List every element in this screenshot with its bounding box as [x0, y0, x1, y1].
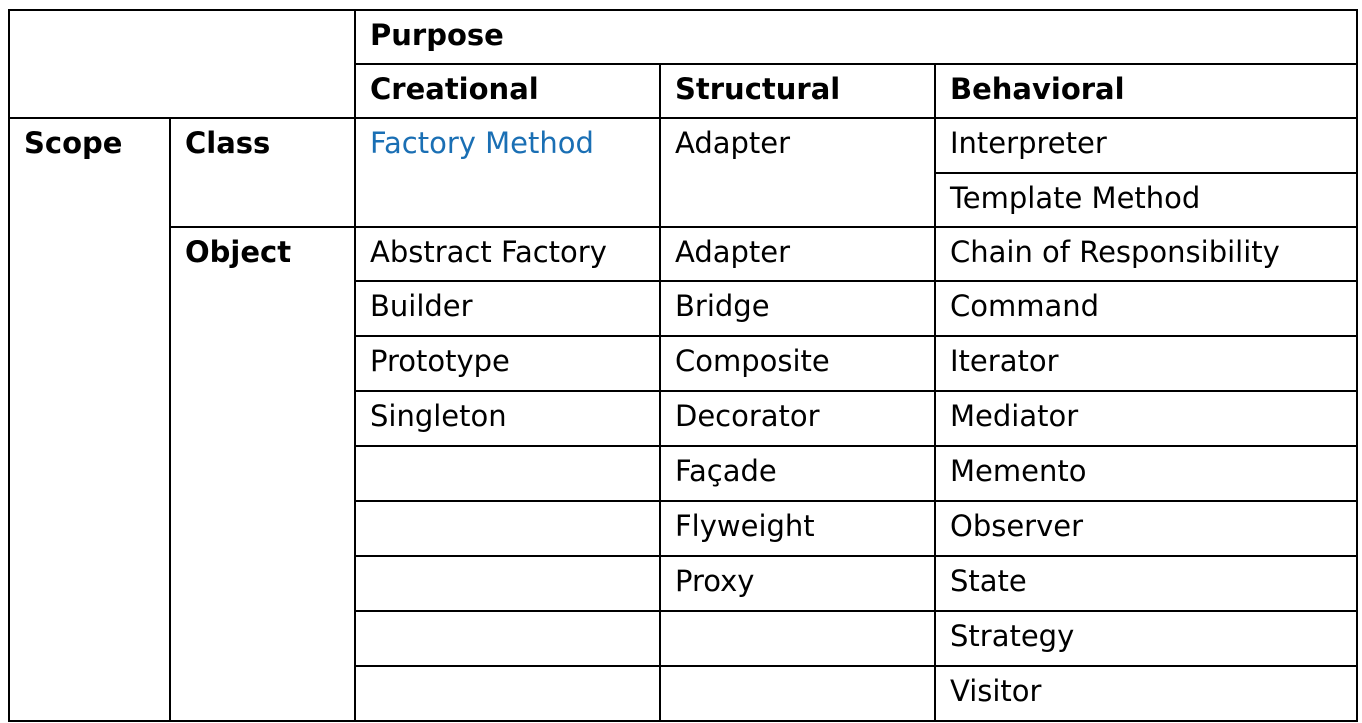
design-patterns-table: Purpose Creational Structural Behavioral…	[8, 9, 1359, 722]
object-structural-cell	[659, 610, 936, 667]
object-behavioral-cell: Mediator	[933, 390, 1359, 447]
object-structural-cell: Adapter	[659, 226, 936, 282]
object-creational-cell: Builder	[354, 280, 661, 337]
purpose-header: Purpose	[353, 9, 1359, 65]
object-creational-cell	[354, 555, 661, 612]
object-behavioral-cell: Memento	[933, 445, 1359, 502]
object-behavioral-cell: Chain of Responsibility	[933, 226, 1359, 282]
creational-header: Creational	[354, 63, 661, 119]
corner-cell	[8, 9, 356, 119]
object-structural-cell: Proxy	[659, 555, 936, 612]
factory-method-link[interactable]: Factory Method	[354, 117, 661, 228]
object-creational-cell	[354, 610, 661, 667]
object-creational-cell: Singleton	[354, 390, 661, 447]
object-behavioral-cell: Strategy	[933, 610, 1359, 667]
object-behavioral-cell: Observer	[933, 500, 1359, 557]
object-creational-cell: Prototype	[354, 335, 661, 392]
object-structural-cell: Decorator	[659, 390, 936, 447]
class-structural-cell: Adapter	[659, 117, 936, 228]
class-behavioral-cell: Interpreter	[933, 117, 1359, 174]
structural-header: Structural	[659, 63, 936, 119]
object-structural-cell: Composite	[659, 335, 936, 392]
object-behavioral-cell: State	[933, 555, 1359, 612]
object-behavioral-cell: Visitor	[933, 665, 1359, 722]
object-structural-cell: Façade	[659, 445, 936, 502]
object-creational-cell	[354, 445, 661, 502]
object-behavioral-cell: Iterator	[933, 335, 1359, 392]
object-structural-cell	[659, 665, 936, 722]
object-label: Object	[169, 226, 356, 722]
object-creational-cell: Abstract Factory	[354, 226, 661, 282]
class-behavioral-cell: Template Method	[933, 172, 1359, 228]
class-label: Class	[169, 117, 356, 228]
object-structural-cell: Bridge	[659, 280, 936, 337]
scope-header: Scope	[8, 117, 171, 722]
object-creational-cell	[354, 665, 661, 722]
behavioral-header: Behavioral	[933, 63, 1359, 119]
object-behavioral-cell: Command	[933, 280, 1359, 337]
object-structural-cell: Flyweight	[659, 500, 936, 557]
object-creational-cell	[354, 500, 661, 557]
